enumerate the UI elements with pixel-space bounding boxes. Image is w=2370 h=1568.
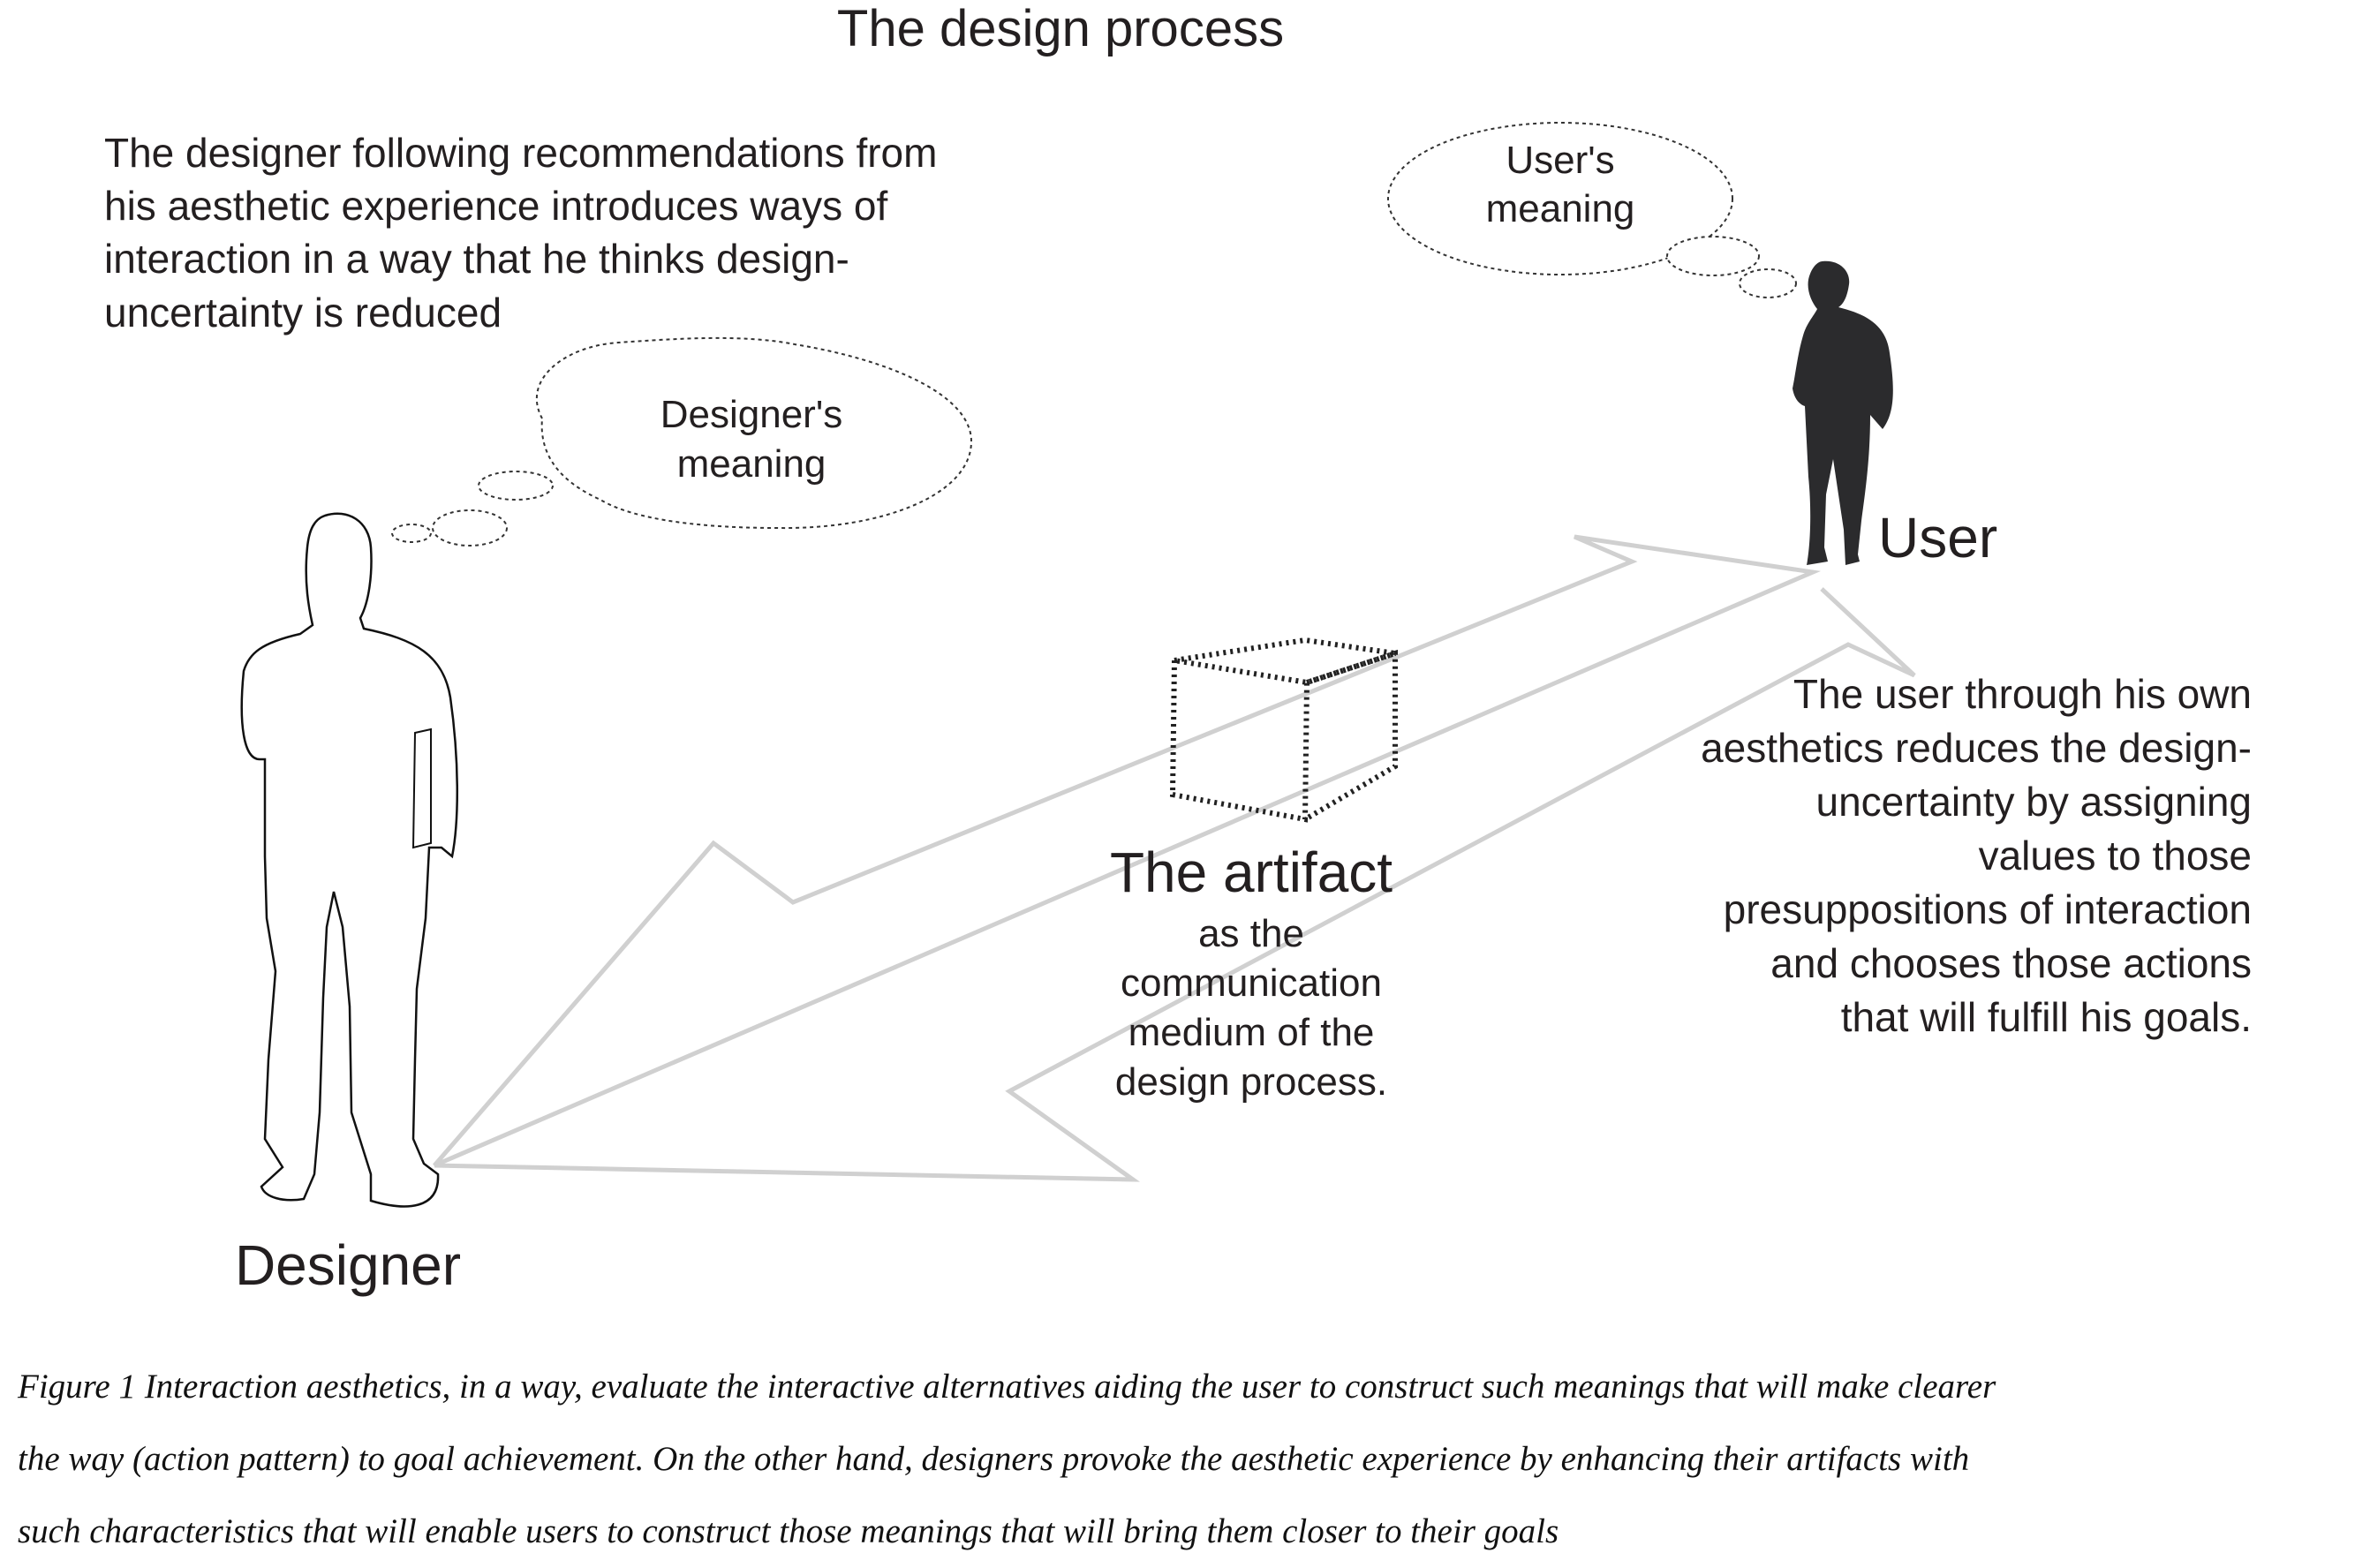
designer-label: Designer [235,1233,461,1297]
caption-line: Figure 1 Interaction aesthetics, in a wa… [18,1368,1996,1406]
artifact-title: The artifact [1110,841,1393,904]
user-silhouette [1793,260,1893,565]
svg-text:his aesthetic experience intro: his aesthetic experience introduces ways… [104,183,887,229]
svg-text:meaning: meaning [677,442,826,486]
svg-text:values to those: values to those [1979,833,2252,878]
artifact-cube-icon [1169,637,1398,823]
figure-title: The design process [837,0,1284,57]
svg-text:medium of the: medium of the [1128,1011,1375,1054]
svg-text:meaning: meaning [1486,187,1635,230]
svg-text:aesthetics reduces the design-: aesthetics reduces the design- [1701,725,2252,771]
figure-caption: Figure 1 Interaction aesthetics, in a wa… [18,1351,2358,1568]
svg-text:Designer's: Designer's [660,393,843,436]
designer-silhouette [240,512,458,1208]
svg-text:and chooses those actions: and chooses those actions [1770,940,2252,986]
communication-arrows [433,534,1916,1182]
svg-text:User's: User's [1506,139,1614,182]
svg-text:design process.: design process. [1115,1060,1387,1104]
svg-text:that will fulfill his goals.: that will fulfill his goals. [1841,994,2252,1040]
caption-line: such characteristics that will enable us… [18,1512,1559,1550]
svg-text:presuppositions of interaction: presuppositions of interaction [1724,886,2252,932]
svg-text:The user through his own: The user through his own [1793,671,2252,717]
svg-text:uncertainty by assigning: uncertainty by assigning [1815,779,2252,825]
designer-description: The designer following recommendations f… [104,130,937,335]
user-label: User [1878,506,1997,569]
designer-thought-bubble [391,336,973,547]
svg-text:The designer following recomme: The designer following recommendations f… [104,130,937,176]
designer-to-user-arrow [433,534,1822,1168]
user-description: The user through his own aesthetics redu… [1701,671,2252,1040]
svg-text:communication: communication [1121,961,1382,1005]
user-to-designer-arrow [434,587,1916,1182]
artifact-description: as the communication medium of the desig… [1115,912,1387,1104]
user-thought-bubble [1387,122,1797,298]
designer-arm-line [411,727,432,849]
svg-text:uncertainty is reduced: uncertainty is reduced [104,290,502,335]
svg-text:as the: as the [1198,912,1304,955]
caption-line: the way (action pattern) to goal achieve… [18,1440,1970,1478]
svg-text:interaction in a way that he t: interaction in a way that he thinks desi… [104,236,849,282]
designer-thought-text: Designer's meaning [660,393,843,486]
user-thought-text: User's meaning [1486,139,1635,230]
